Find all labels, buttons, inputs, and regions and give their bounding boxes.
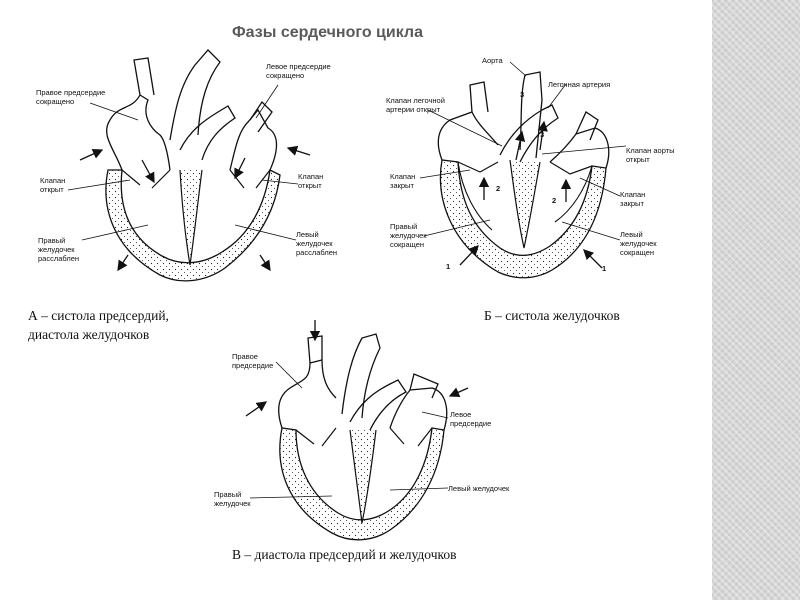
pulmonary-artery — [349, 379, 407, 431]
heart-diagram-b: Аорта Легочная артерия Клапан легочной а… — [380, 50, 680, 290]
number-3-top: 3 — [520, 90, 525, 99]
valve-left — [295, 427, 337, 447]
outer-wall — [279, 427, 445, 541]
label-valve-open-right: Клапан открыт — [298, 172, 324, 190]
label-right-atrium: Правое предсердие — [232, 352, 274, 370]
right-atrium-outline — [437, 111, 499, 161]
label-right-atrium: Правое предсердие сокращено — [36, 88, 106, 106]
valve-closed-left — [457, 161, 499, 173]
septum — [179, 169, 203, 266]
caption-a: А – систола предсердий, диастола желудоч… — [28, 308, 169, 342]
number-2-left: 2 — [496, 184, 501, 193]
label-left-atrium: Левое предсердие — [450, 410, 492, 428]
label-aortic-valve: Клапан аорты открыт — [626, 146, 675, 164]
heart-diagram-v: Правое предсердие Левое предсердие Правы… — [210, 318, 509, 550]
label-aorta: Аорта — [482, 56, 503, 65]
label-right-ventricle: Правый желудочек — [214, 490, 251, 508]
valve-closed-right — [549, 161, 593, 175]
caption-b: Б – систола желудочков — [484, 308, 620, 323]
heart-drawing-v — [245, 320, 469, 541]
outer-wall — [105, 169, 281, 282]
label-pulmonary-valve: Клапан легочной артерии открыт — [386, 96, 445, 114]
right-atrium-outline — [278, 359, 337, 429]
vena-cava — [133, 57, 155, 96]
slide: Фазы сердечного цикла — [28, 24, 680, 562]
left-atrium-outline — [549, 127, 610, 169]
septum — [509, 159, 541, 249]
pulmonary-artery — [179, 105, 236, 161]
septum — [349, 429, 377, 524]
pulmonary-veins — [575, 111, 599, 141]
label-valve-closed-left: Клапан закрыт — [390, 172, 416, 190]
heart-drawing-a — [67, 49, 311, 282]
pulmonary-artery — [499, 104, 559, 163]
left-atrium-outline — [389, 387, 448, 431]
aorta — [341, 333, 381, 419]
valve-right — [389, 427, 433, 447]
right-ventricle-cavity — [457, 161, 493, 231]
label-valve-open-left: Клапан открыт — [40, 176, 66, 194]
number-1-right: 1 — [602, 264, 607, 273]
aorta — [519, 71, 543, 159]
left-atrium-outline — [229, 108, 278, 171]
label-pulmonary-artery: Легочная артерия — [548, 80, 611, 89]
valve-left — [121, 169, 171, 189]
label-right-ventricle: Правый желудочек сокращен — [390, 222, 427, 249]
valve-right — [229, 169, 271, 189]
vena-cava — [307, 335, 323, 364]
number-3-mid: 3 — [540, 130, 545, 139]
vena-cava — [469, 81, 489, 113]
pulmonary-veins — [409, 373, 439, 399]
label-right-ventricle: Правый желудочек расслаблен — [38, 236, 80, 263]
label-left-ventricle: Левый желудочек сокращен — [620, 230, 657, 257]
label-left-ventricle: Левый желудочек расслаблен — [296, 230, 338, 257]
heart-drawing-b — [419, 61, 627, 279]
label-left-ventricle: Левый желудочек — [448, 484, 510, 493]
label-valve-closed-right: Клапан закрыт — [620, 190, 646, 208]
aorta — [169, 49, 221, 141]
outer-wall — [439, 159, 607, 279]
pulmonary-veins — [249, 100, 273, 133]
left-ventricle-cavity — [554, 165, 593, 223]
right-atrium-outline — [106, 94, 171, 171]
label-left-atrium: Левое предсердие сокращено — [266, 62, 331, 80]
number-1-left: 1 — [446, 262, 451, 271]
caption-v: В – диастола предсердий и желудочков — [232, 547, 457, 562]
heart-diagram-a: Правое предсердие сокращено Левое предсе… — [30, 40, 350, 290]
slide-title: Фазы сердечного цикла — [232, 24, 423, 41]
decorative-side-panel — [712, 0, 800, 600]
number-2-right: 2 — [552, 196, 557, 205]
